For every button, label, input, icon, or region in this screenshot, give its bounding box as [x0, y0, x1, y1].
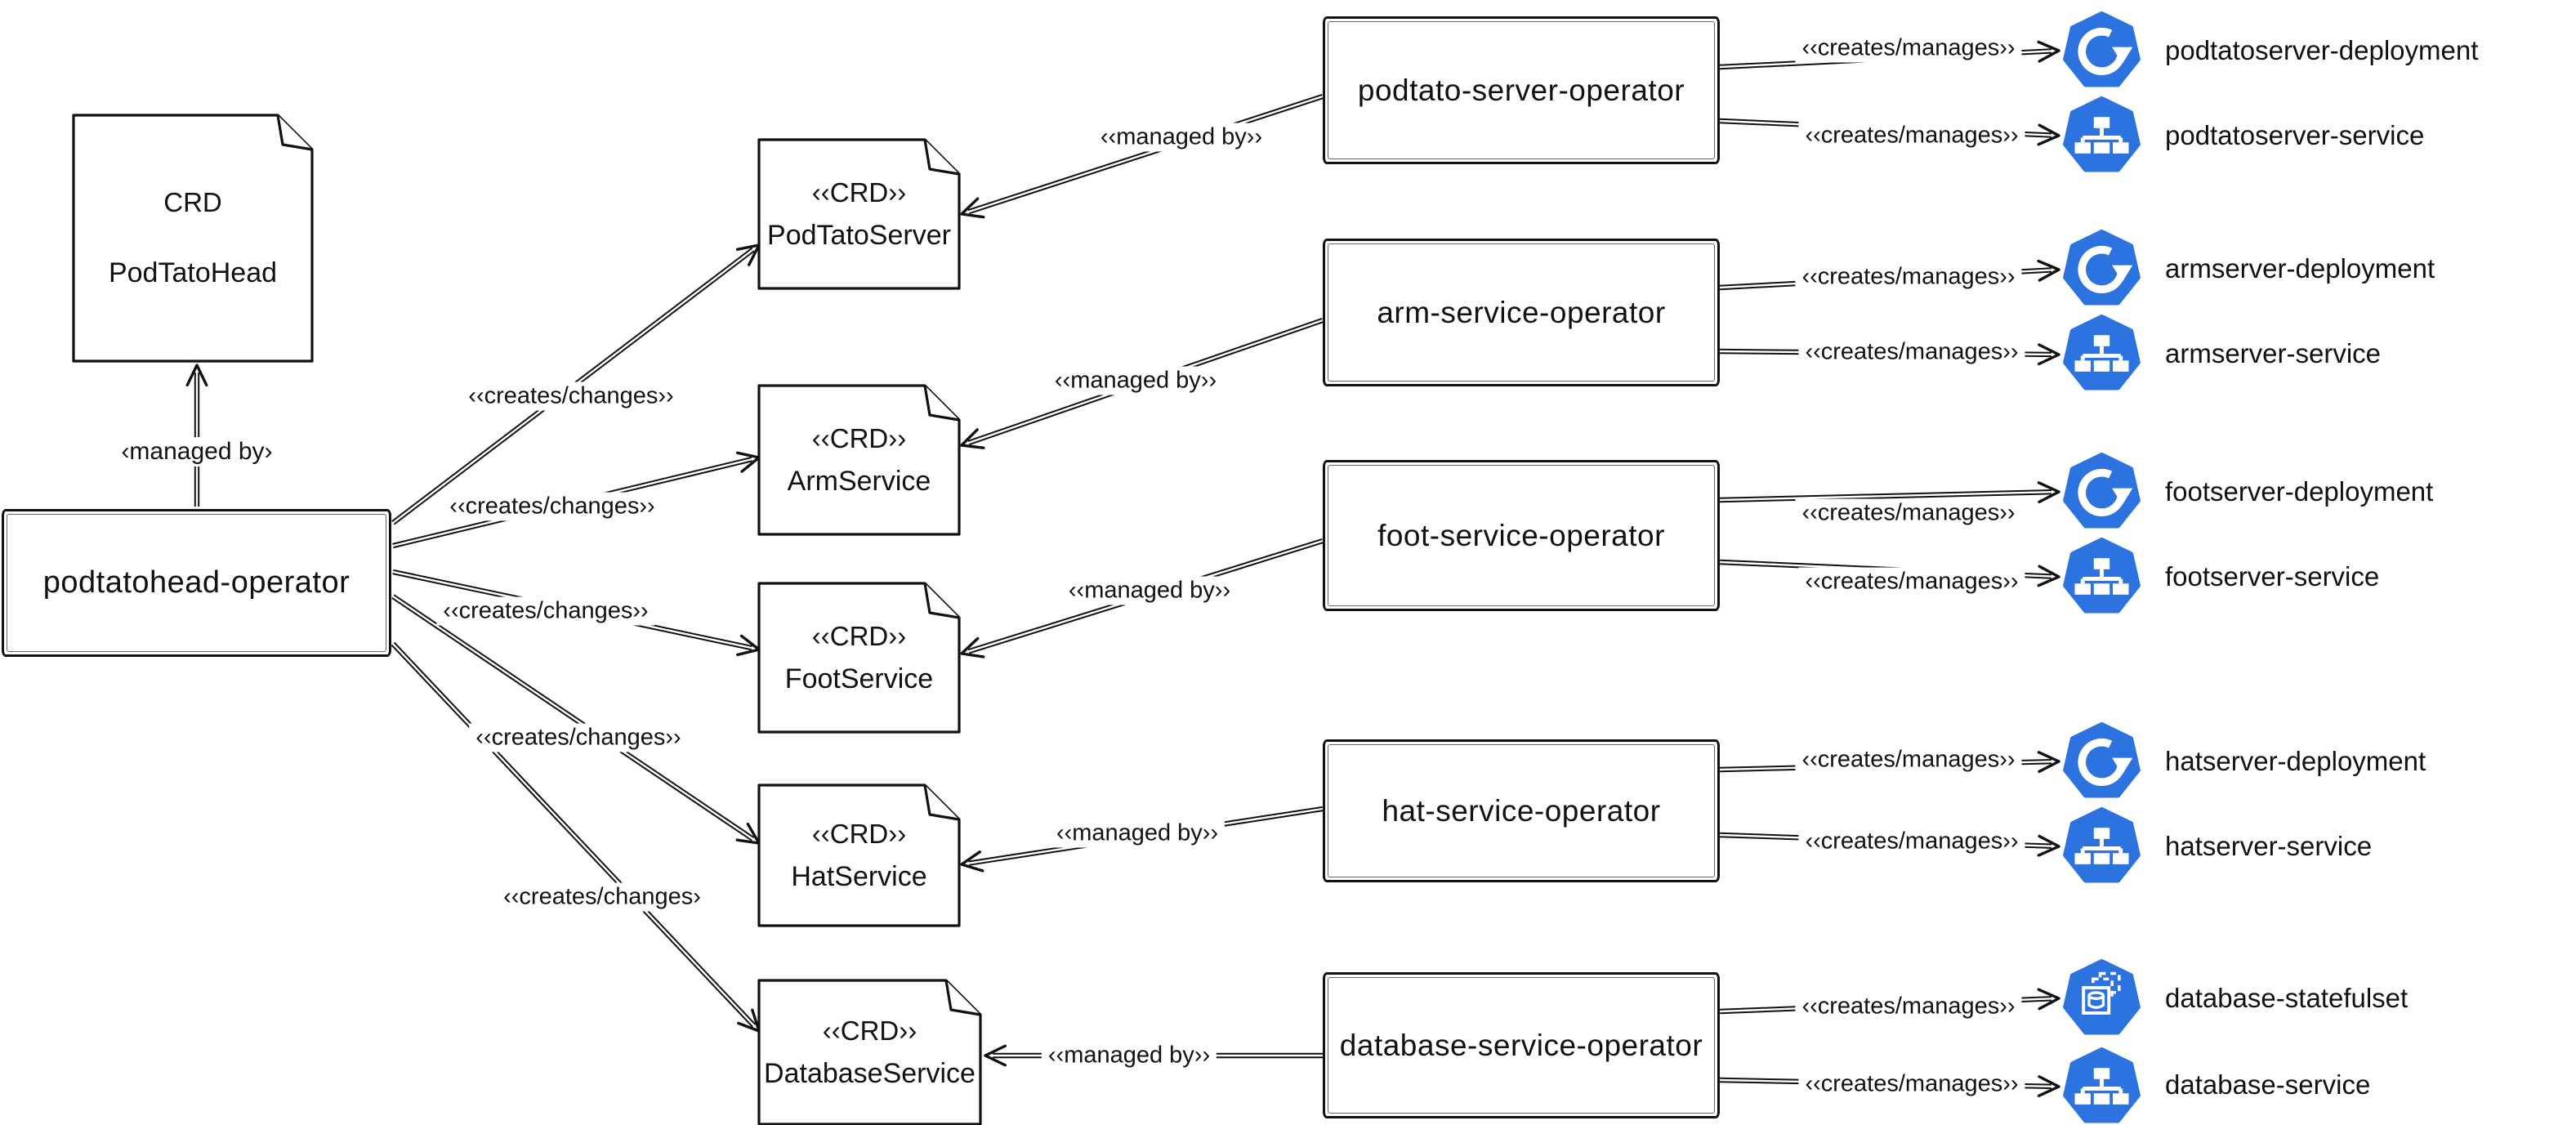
- label-creates-changes-2: ‹‹creates/changes››: [436, 596, 655, 626]
- operator-box-podtatohead: podtatohead-operator: [2, 509, 391, 657]
- resource-label: armserver-service: [2165, 338, 2382, 368]
- operator-label: database-service-operator: [1339, 1028, 1703, 1062]
- label-managed-by-4: ‹‹managed by››: [1041, 1041, 1217, 1070]
- label-creates-manages-0b: ‹‹creates/manages››: [1798, 121, 2025, 150]
- resource-label: hatserver-service: [2165, 831, 2373, 861]
- resource-label: podtatoserver-service: [2165, 120, 2425, 150]
- label-creates-manages-3b: ‹‹creates/manages››: [1798, 827, 2025, 856]
- label-creates-manages-4a: ‹‹creates/manages››: [1795, 992, 2022, 1021]
- label-creates-manages-2a: ‹‹creates/manages››: [1795, 498, 2022, 528]
- operator-label: podtatohead-operator: [42, 565, 350, 600]
- k8s-deployment-icon: [2062, 11, 2141, 91]
- label-managed-by-2: ‹‹managed by››: [1061, 576, 1238, 605]
- label-creates-manages-0a: ‹‹creates/manages››: [1795, 33, 2022, 63]
- label-managed-by-0: ‹‹managed by››: [1093, 123, 1270, 152]
- resource-label: armserver-deployment: [2165, 253, 2435, 283]
- label-creates-manages-2b: ‹‹creates/manages››: [1798, 567, 2025, 596]
- operator-box-database-service: database-service-operator: [1323, 972, 1720, 1118]
- resource-label: hatserver-deployment: [2165, 746, 2426, 776]
- resource-label: database-statefulset: [2165, 983, 2409, 1013]
- operator-label: foot-service-operator: [1377, 518, 1665, 552]
- operator-label: podtato-server-operator: [1357, 73, 1685, 107]
- resource-label: footserver-service: [2165, 561, 2380, 592]
- k8s-service-icon: [2062, 315, 2141, 394]
- label-creates-manages-1a: ‹‹creates/manages››: [1795, 262, 2022, 292]
- label-creates-manages-3a: ‹‹creates/manages››: [1795, 745, 2022, 775]
- resource-label: podtatoserver-deployment: [2165, 35, 2479, 65]
- k8s-service-icon: [2062, 96, 2141, 176]
- operator-label: hat-service-operator: [1382, 793, 1661, 828]
- label-managed-by-1: ‹‹managed by››: [1047, 366, 1224, 395]
- k8s-service-icon: [2062, 538, 2141, 617]
- label-creates-changes-0: ‹‹creates/changes››: [462, 382, 681, 411]
- k8s-deployment-icon: [2062, 722, 2141, 801]
- operator-box-hat-service: hat-service-operator: [1323, 739, 1720, 882]
- operator-box-podtato-server: podtato-server-operator: [1323, 16, 1720, 164]
- operator-box-arm-service: arm-service-operator: [1323, 239, 1720, 386]
- k8s-service-icon: [2062, 1047, 2141, 1125]
- k8s-statefulset-icon: [2062, 959, 2141, 1038]
- resource-label: database-service: [2165, 1069, 2371, 1100]
- operator-label: arm-service-operator: [1377, 295, 1666, 329]
- label-creates-manages-4b: ‹‹creates/manages››: [1798, 1069, 2025, 1099]
- label-creates-changes-4: ‹‹creates/changes›: [497, 882, 708, 912]
- operator-box-foot-service: foot-service-operator: [1323, 460, 1720, 611]
- k8s-deployment-icon: [2062, 230, 2141, 309]
- label-creates-changes-1: ‹‹creates/changes››: [443, 492, 662, 521]
- k8s-service-icon: [2062, 807, 2141, 886]
- label-managed-by-head: ‹managed by›: [114, 437, 279, 467]
- label-managed-by-3: ‹‹managed by››: [1049, 819, 1225, 848]
- k8s-deployment-icon: [2062, 453, 2141, 532]
- label-creates-changes-3: ‹‹creates/changes››: [469, 723, 688, 752]
- resource-label: footserver-deployment: [2165, 476, 2434, 507]
- label-creates-manages-1b: ‹‹creates/manages››: [1798, 337, 2025, 367]
